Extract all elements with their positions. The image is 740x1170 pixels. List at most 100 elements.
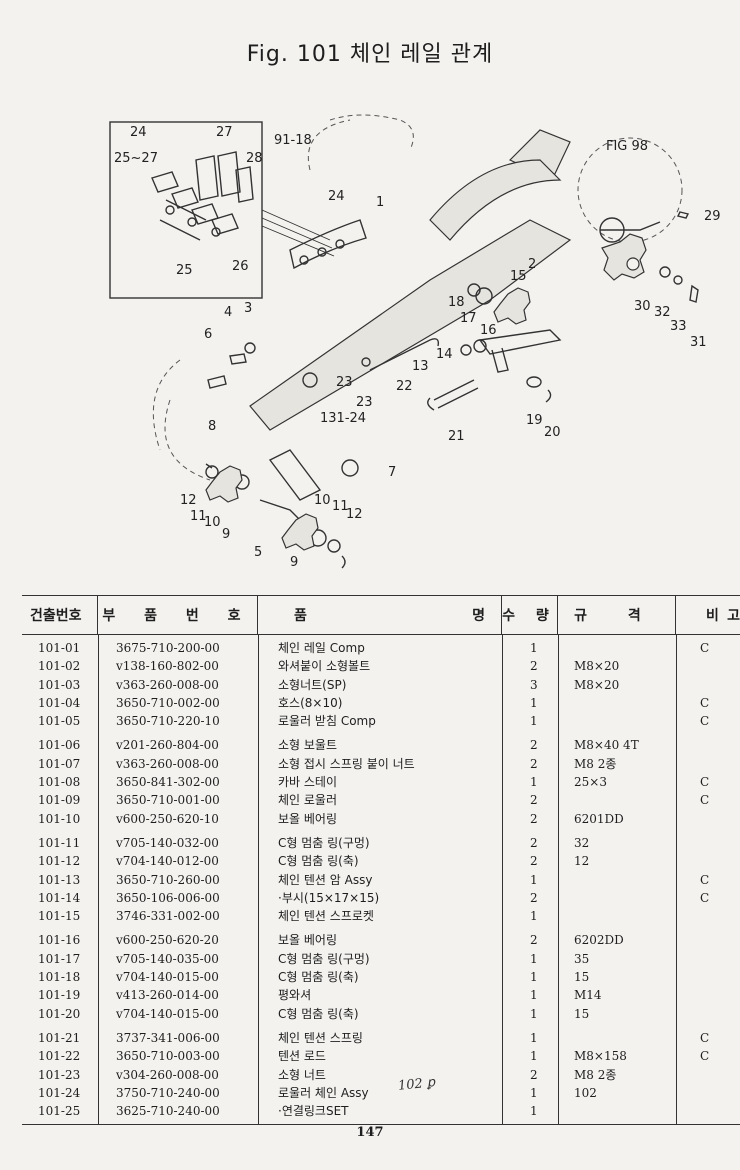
callout: 25~27: [114, 151, 158, 166]
small-parts-right: [659, 211, 699, 303]
cell-part-name: C형 멈춤 링(축): [278, 1006, 359, 1021]
cell-spec: M8 2종: [574, 1067, 617, 1082]
cell-part-number: 3650-710-003-00: [116, 1049, 220, 1064]
callout: 16: [480, 323, 497, 338]
cell-part-number: v705-140-032-00: [116, 835, 219, 850]
header-ref-no: 건출번호: [22, 596, 98, 634]
cell-part-name: 소형 너트: [278, 1067, 326, 1082]
cell-part-name: 보올 베어링: [278, 811, 338, 826]
cell-ref-no: 101-22: [38, 1049, 81, 1064]
header-quantity: 수 량: [502, 596, 558, 634]
callout: 27: [216, 125, 233, 140]
cell-remarks: [676, 1102, 740, 1120]
cell-ref-no: 101-08: [38, 775, 81, 790]
callout: 26: [232, 259, 249, 274]
washers-19-20: [526, 376, 552, 403]
cell-part-name: 로울러 체인 Assy: [278, 1085, 369, 1100]
cell-remarks: [676, 736, 740, 754]
cell-spec: 15: [574, 1006, 590, 1021]
cell-part-number: 3650-841-302-00: [116, 775, 220, 790]
cell-spec: 6201DD: [574, 811, 624, 826]
cell-ref-no: 101-17: [38, 951, 81, 966]
callout: 9: [290, 555, 298, 570]
cell-remarks: C: [700, 695, 710, 710]
cell-part-name: 소형 접시 스프링 붙이 너트: [278, 756, 415, 771]
cell-quantity: 2: [530, 738, 538, 753]
cell-ref-no: 101-09: [38, 793, 81, 808]
cell-remarks: [676, 657, 740, 675]
cell-ref-no: 101-01: [38, 641, 81, 655]
callout: 12: [180, 493, 197, 508]
cell-part-name: 와셔붙이 소형볼트: [278, 659, 371, 674]
cell-part-name: C형 멈춤 링(구멍): [278, 835, 370, 850]
cell-quantity: 1: [530, 695, 538, 710]
header-part-number: 부 품 번 호: [98, 596, 258, 634]
tension-sprocket: [493, 287, 531, 325]
cell-spec: [558, 712, 676, 730]
cell-spec: M8×40 4T: [574, 738, 639, 753]
callout: 33: [670, 319, 687, 334]
callout: 24: [130, 125, 147, 140]
cell-part-number: v138-160-802-00: [116, 659, 219, 674]
cell-spec: M14: [574, 988, 602, 1003]
cell-quantity: 1: [530, 909, 538, 924]
cell-remarks: [676, 834, 740, 852]
cell-quantity: 2: [530, 933, 538, 948]
cell-ref-no: 101-04: [38, 695, 81, 710]
cell-spec: M8×20: [574, 659, 620, 674]
cell-remarks: [676, 1084, 740, 1102]
cell-spec: [558, 1102, 676, 1120]
callout: 91-18: [274, 133, 312, 148]
cell-spec: M8×158: [574, 1049, 627, 1064]
cell-ref-no: 101-16: [38, 933, 81, 948]
cell-part-name: ·부시(15×17×15): [278, 890, 380, 905]
cell-quantity: 2: [530, 835, 538, 850]
cell-part-number: v704-140-012-00: [116, 854, 219, 869]
cell-ref-no: 101-06: [38, 738, 81, 753]
cell-part-number: v600-250-620-10: [116, 811, 219, 826]
cell-remarks: [676, 1066, 740, 1084]
page-number: 147: [356, 1125, 384, 1140]
callout: 7: [388, 465, 396, 480]
cell-spec: M8 2종: [574, 756, 617, 771]
cell-quantity: 1: [530, 641, 538, 655]
cell-part-number: v363-260-008-00: [116, 677, 219, 692]
callout: 30: [634, 299, 651, 314]
cell-spec: 25×3: [574, 775, 607, 790]
callout: 29: [704, 209, 721, 224]
callout: 15: [510, 269, 527, 284]
callout: 131-24: [320, 411, 366, 426]
header-part-name: 품 명: [258, 596, 502, 634]
cell-part-name: C형 멈춤 링(축): [278, 854, 359, 869]
cell-remarks: [676, 968, 740, 986]
cell-quantity: 1: [530, 988, 538, 1003]
cell-part-name: C형 멈춤 링(구멍): [278, 951, 370, 966]
cell-part-number: 3650-710-260-00: [116, 872, 220, 887]
cell-part-number: 3650-710-220-10: [116, 714, 220, 729]
cell-quantity: 2: [530, 854, 538, 869]
cell-part-number: 3625-710-240-00: [116, 1104, 220, 1119]
bolts-nuts: [207, 342, 371, 477]
cell-part-name: 체인 레일 Comp: [278, 641, 365, 655]
cell-part-name: 체인 로울러: [278, 793, 338, 808]
header-part-name-b: 명: [472, 608, 485, 624]
cell-part-name: C형 멈춤 링(축): [278, 970, 359, 985]
cell-remarks: C: [700, 890, 710, 905]
cell-part-name: 소형너트(SP): [278, 677, 347, 692]
cell-part-number: v704-140-015-00: [116, 1006, 219, 1021]
cell-ref-no: 101-23: [38, 1067, 81, 1082]
cell-quantity: 2: [530, 811, 538, 826]
cell-remarks: C: [700, 872, 710, 887]
